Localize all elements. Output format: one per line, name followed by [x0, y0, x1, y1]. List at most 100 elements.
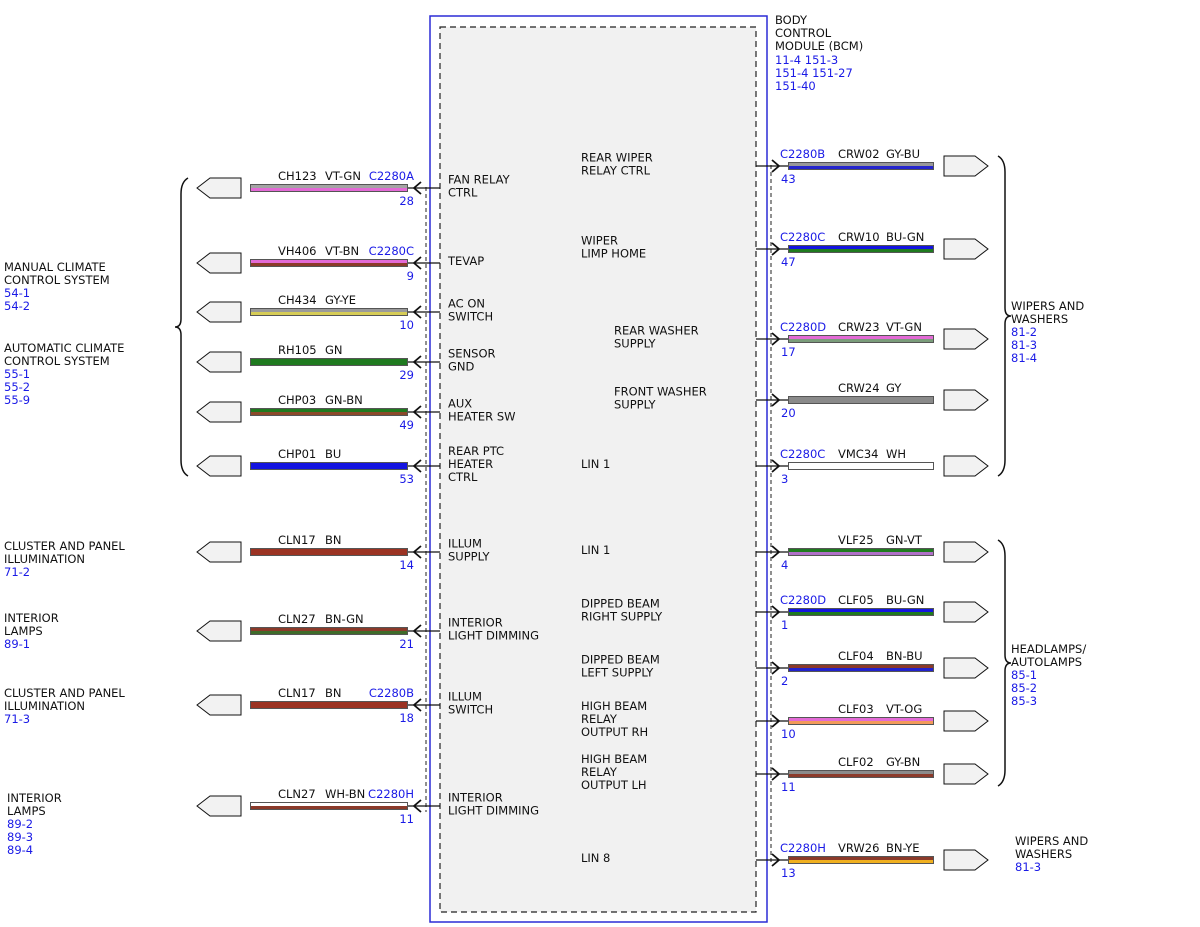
- module-refs[interactable]: 11-4 151-3 151-4 151-27 151-40: [775, 53, 856, 93]
- system-ref-link[interactable]: 81-4: [1011, 351, 1037, 365]
- system-ref-link[interactable]: 81-3: [1015, 860, 1041, 874]
- pin-function: DIPPED BEAM: [581, 653, 660, 667]
- system-ref-link[interactable]: 71-2: [4, 565, 30, 579]
- pin-number: 1: [781, 618, 788, 632]
- pin-function: ILLUM: [448, 690, 482, 704]
- wire-stripe-1: [251, 628, 407, 631]
- system-name: WASHERS: [1015, 847, 1072, 861]
- connector-id[interactable]: C2280C: [780, 447, 825, 461]
- system-ref-link[interactable]: 55-9: [4, 393, 30, 407]
- connector-shape: [196, 455, 242, 477]
- wire-color: GN-BN: [325, 393, 363, 407]
- system-ref-link[interactable]: 85-2: [1011, 681, 1037, 695]
- wire-stripe-2: [251, 312, 407, 315]
- connector-shape: [196, 252, 242, 274]
- wipers-brace: [997, 155, 1012, 477]
- system-ref-link[interactable]: 54-2: [4, 299, 30, 313]
- connector-id[interactable]: C2280B: [369, 686, 414, 700]
- wire-stripe-1: [251, 803, 407, 806]
- system-ref-link[interactable]: 89-4: [7, 843, 33, 857]
- system-ref-link[interactable]: 89-3: [7, 830, 33, 844]
- wire-color: GN-VT: [886, 533, 923, 547]
- system-ref-link[interactable]: 89-1: [4, 637, 30, 651]
- wire-stripe-2: [789, 668, 933, 671]
- wire-color: BN: [325, 533, 342, 547]
- pin-function: LIGHT DIMMING: [448, 629, 539, 643]
- connector-shape: [943, 328, 989, 350]
- connector-shape: [196, 301, 242, 323]
- pin-arrow: [412, 799, 422, 813]
- system-ref-link[interactable]: 85-3: [1011, 694, 1037, 708]
- system-ref-link[interactable]: 81-2: [1011, 325, 1037, 339]
- climate-brace: [174, 177, 189, 477]
- wire-stripe-1: [789, 549, 933, 552]
- wire-color: GN: [325, 343, 343, 357]
- pin-arrow: [412, 545, 422, 559]
- system-ref-link[interactable]: 81-3: [1011, 338, 1037, 352]
- system-ref-link[interactable]: 55-1: [4, 367, 30, 381]
- pin-arrow: [771, 332, 781, 346]
- connector-id[interactable]: C2280H: [780, 841, 826, 855]
- pin-arrow: [771, 714, 781, 728]
- system-ref-link[interactable]: 89-2: [7, 817, 33, 831]
- wire-id: CH434: [278, 293, 317, 307]
- wire-color: GY: [886, 381, 902, 395]
- connector-id[interactable]: C2280H: [368, 787, 414, 801]
- pin-function: OUTPUT RH: [581, 725, 648, 739]
- module-title: BODY CONTROL MODULE (BCM): [775, 13, 863, 53]
- pin-arrow: [771, 545, 781, 559]
- pin-function: FRONT WASHER: [614, 385, 707, 399]
- wire-stripe-2: [251, 263, 407, 266]
- pin-function: REAR WIPER: [581, 151, 653, 165]
- connector-id[interactable]: C2280C: [780, 230, 825, 244]
- pin-function: SENSOR: [448, 347, 496, 361]
- connector-shape: [943, 657, 989, 679]
- wire-color: BN-GN: [325, 612, 364, 626]
- connector-shape: [943, 710, 989, 732]
- system-ref-link[interactable]: 55-2: [4, 380, 30, 394]
- system-ref-link[interactable]: 85-1: [1011, 668, 1037, 682]
- wire-color: WH: [886, 447, 906, 461]
- pin-function: REAR WASHER: [614, 324, 699, 338]
- pin-function: LIN 1: [581, 543, 610, 557]
- pin-function: WIPER: [581, 234, 618, 248]
- pin-arrow: [412, 355, 422, 369]
- wire-color: GY-BU: [886, 147, 920, 161]
- connector-id[interactable]: C2280C: [369, 244, 414, 258]
- wire-id: CH123: [278, 169, 317, 183]
- pin-function: SUPPLY: [614, 337, 656, 351]
- connector-shape: [943, 849, 989, 871]
- system-ref-link[interactable]: 54-1: [4, 286, 30, 300]
- system-name: CONTROL SYSTEM: [4, 354, 110, 368]
- pin-function: SWITCH: [448, 310, 493, 324]
- module-ref-line-2: 151-4 151-27: [775, 66, 853, 80]
- pin-number: 14: [399, 558, 414, 572]
- connector-shape: [943, 541, 989, 563]
- wire-stripe-2: [251, 412, 407, 415]
- wire-stripe-2: [789, 249, 933, 252]
- system-ref-link[interactable]: 71-3: [4, 712, 30, 726]
- wire-id: CLF03: [838, 702, 874, 716]
- connector-id[interactable]: C2280A: [369, 169, 414, 183]
- module-ref-line-1: 11-4 151-3: [775, 53, 838, 67]
- system-name: CLUSTER AND PANEL: [4, 686, 125, 700]
- wire-color: BU-GN: [886, 593, 924, 607]
- connector-id[interactable]: C2280D: [780, 593, 826, 607]
- wire-color: VT-BN: [325, 244, 359, 258]
- wire-id: CLN27: [278, 612, 316, 626]
- wire-stripe-2: [789, 552, 933, 555]
- connector-id[interactable]: C2280B: [780, 147, 825, 161]
- pin-number: 11: [399, 812, 414, 826]
- wire-id: VRW26: [838, 841, 879, 855]
- system-name: MANUAL CLIMATE: [4, 260, 106, 274]
- connector-id[interactable]: C2280D: [780, 320, 826, 334]
- wire-stripe-1: [251, 463, 407, 466]
